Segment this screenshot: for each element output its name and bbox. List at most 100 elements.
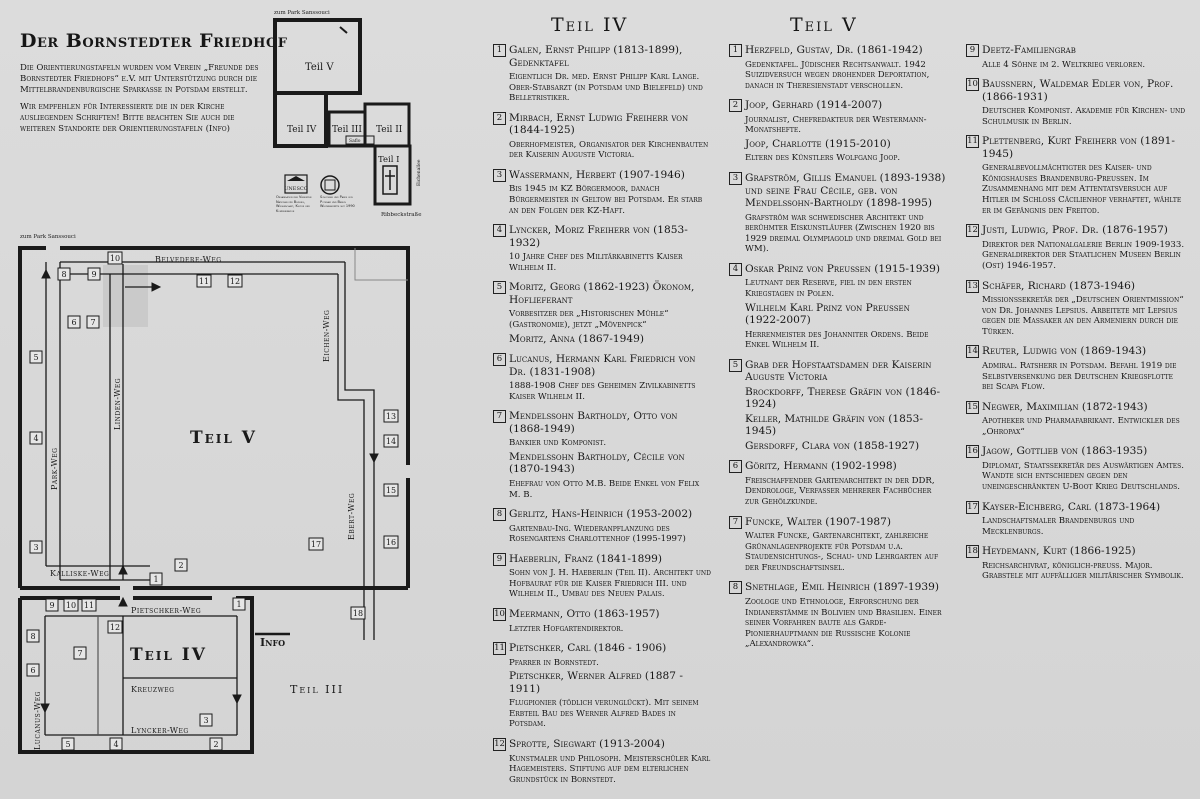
grave-marker-v5 — [29, 350, 43, 364]
mini-label-saflo: Saflo — [349, 138, 361, 144]
grave-marker-iv4 — [109, 737, 123, 751]
entry-number: 6 — [493, 353, 506, 367]
entry-number: 12 — [493, 738, 506, 752]
entry-name: Haeberlin, Franz (1841-1899) — [509, 552, 662, 565]
entry-number: 16 — [966, 445, 979, 459]
entry-description: Gedenktafel. Jüdischer Rechtsanwalt. 194… — [745, 59, 930, 91]
grave-marker-label: 6 — [71, 318, 76, 327]
entry-description: Missionssekretär der „Deutschen Orientmi… — [982, 295, 1184, 337]
entry-name: Negwer, Maximilian (1872-1943) — [982, 400, 1148, 413]
path-label-linden: Linden-Weg — [113, 378, 122, 430]
entry-number: 9 — [966, 44, 979, 57]
entry-second-description: Ehefrau von Otto M.B. Beide Enkel von Fe… — [509, 478, 700, 500]
arrow-up-icon — [118, 564, 128, 575]
mini-church — [382, 165, 398, 195]
grave-marker-label: 2 — [213, 740, 218, 749]
entry-name: Gerlitz, Hans-Heinrich (1953-2002) — [509, 508, 693, 521]
world-heritage-icon — [324, 179, 336, 191]
grave-marker-label: 5 — [33, 353, 38, 362]
arrow-up-icon — [41, 268, 51, 279]
entry-second-description: Flugpionier (tödlich verunglückt). Mit s… — [509, 698, 699, 730]
grave-marker-label: 4 — [113, 740, 118, 749]
main-map-top-label: zum Park Sanssouci — [20, 234, 76, 240]
entry-name: Grafström, Gillis Emanuel (1893-1938) un… — [745, 172, 946, 210]
entry-description: Vorbesitzer der „Historischen Mühle“ (Ga… — [509, 309, 669, 331]
mini-label-v: Teil V — [305, 62, 334, 73]
mini-section-v — [273, 18, 362, 95]
entry-description: 1888-1908 Chef des Geheimen Zivilkabinet… — [509, 381, 696, 402]
entry-name: Göritz, Hermann (1902-1998) — [745, 460, 897, 473]
arrow-down-icon — [232, 694, 242, 705]
entry-description: Diplomat, Staatssekretär des Auswärtigen… — [982, 460, 1184, 493]
entry-name: Mendelssohn Bartholdy, Otto von (1868-19… — [509, 410, 678, 435]
entry-name: Wassermann, Herbert (1907-1946) — [509, 168, 685, 181]
grave-marker-label: 17 — [311, 540, 321, 549]
entry-name: Funcke, Walter (1907-1987) — [745, 515, 892, 528]
grave-marker-label: 18 — [353, 609, 363, 618]
grave-marker-label: 15 — [386, 486, 396, 495]
grave-marker-v18 — [350, 606, 366, 620]
entry-number: 3 — [729, 172, 742, 186]
mini-section-i — [373, 144, 412, 206]
entry-name: Baußnern, Waldemar Edler von, Prof. (186… — [982, 78, 1174, 103]
logos: UNESCO Organisation der Vereinten Nation… — [276, 174, 355, 213]
grave-marker-iv9 — [45, 598, 59, 612]
grave-marker-label: 10 — [110, 254, 120, 263]
unesco-logo — [284, 174, 308, 194]
entry-name: Galen, Ernst Philipp (1813-1899), Gedenk… — [509, 44, 683, 69]
grave-marker-label: 1 — [236, 600, 241, 609]
entry-second-description: Herrenmeister des Johanniter Ordens. Bei… — [745, 329, 929, 351]
grave-marker-v3 — [29, 540, 43, 554]
entry-number: 13 — [966, 279, 979, 293]
entry-number: 10 — [493, 608, 506, 622]
grave-marker-v15 — [383, 483, 399, 497]
entry-name: Moritz, Georg (1862-1923) Ökonom, Hoflie… — [509, 281, 695, 306]
entry-second-name: Brockdorff, Therese Gräfin von (1846-192… — [745, 385, 941, 411]
section-label-iii: Teil III — [290, 683, 344, 696]
entry-name: Meermann, Otto (1863-1957) — [509, 608, 660, 621]
world-heritage-icon — [320, 175, 340, 195]
entry-name: Herzfeld, Gustav, Dr. (1861-1942) — [745, 44, 923, 56]
info-point-label: Info — [260, 636, 285, 649]
entry-number: 5 — [493, 281, 506, 295]
entry-number: 18 — [966, 545, 979, 559]
entry-name: Snethlage, Emil Heinrich (1897-1939) — [745, 581, 939, 594]
entry-number: 2 — [493, 111, 506, 125]
path-label-park: Park-Weg — [50, 448, 59, 490]
grave-marker-iv12 — [107, 620, 123, 634]
grave-marker-v7 — [86, 315, 100, 329]
entry-description: Journalist, Chefredakteur der Westermann… — [745, 114, 927, 136]
entry-description: Pfarrer in Bornstedt. — [509, 657, 599, 668]
grave-marker-label: 10 — [66, 601, 76, 610]
grave-marker-v2 — [174, 558, 188, 572]
entry-number: 4 — [493, 224, 506, 238]
entry-third-name: Keller, Mathilde Gräfin von (1853-1945) — [745, 412, 923, 438]
intro-paragraph: Wir empfehlen für Interessierte die in d… — [20, 102, 235, 134]
entry-number: 12 — [966, 224, 979, 238]
entry-description: Kunstmaler und Philosoph. Meisterschüler… — [509, 753, 711, 785]
section-label-v: Teil V — [190, 428, 257, 448]
arrow-down-icon — [40, 703, 50, 714]
entry-name: Joop, Gerhard (1914-2007) — [745, 99, 883, 112]
entry-number: 8 — [493, 508, 506, 522]
heading-teil-v: Teil V — [790, 14, 858, 36]
path-label-lyncker: Lyncker-Weg — [131, 726, 189, 735]
mini-saflo-box — [345, 135, 375, 145]
grave-marker-label: 12 — [110, 623, 120, 632]
grave-marker-label: 3 — [203, 716, 208, 725]
entry-description: Admiral. Ratsherr in Potsdam. Befahl 191… — [982, 360, 1177, 393]
entry-description: Bis 1945 im KZ Börgermoor, danach Bürger… — [509, 184, 703, 216]
